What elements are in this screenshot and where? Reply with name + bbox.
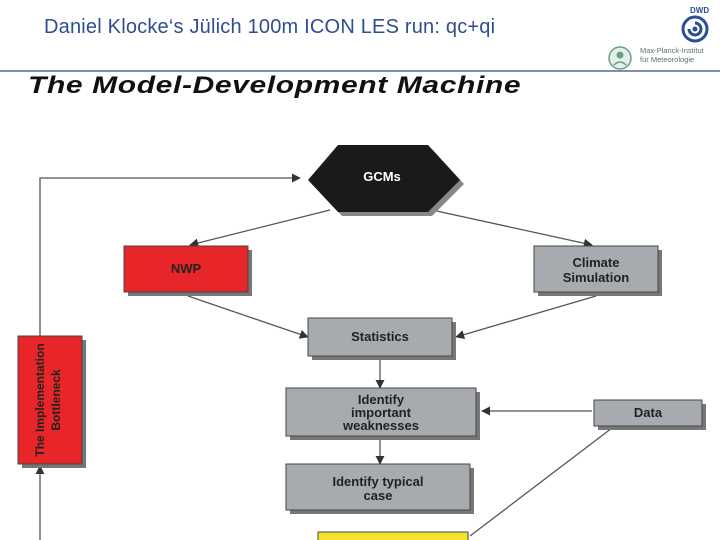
identify-case-line2: case bbox=[364, 488, 393, 503]
arrow-gcms-nwp bbox=[189, 209, 331, 248]
node-nwp: NWP bbox=[123, 245, 252, 296]
node-gcms: GCMs bbox=[308, 145, 464, 216]
diagram-title: The Model-Development Machine bbox=[28, 72, 522, 99]
arrow-nwp-statistics bbox=[187, 295, 309, 339]
mpi-logo-line2: für Meteorologie bbox=[640, 55, 695, 64]
bottleneck-label-line1: The Implementation bbox=[33, 343, 47, 456]
slide-title: Daniel Klocke‘s Jülich 100m ICON LES run… bbox=[44, 16, 496, 38]
node-statistics: Statistics bbox=[307, 317, 456, 360]
node-climate-simulation: Climate Simulation bbox=[533, 245, 662, 296]
arrow-gcms-climate bbox=[431, 209, 593, 248]
dwd-logo-icon bbox=[681, 15, 709, 43]
mpi-emblem-icon bbox=[608, 46, 632, 70]
mpi-logo-text: Max-Planck-Institut für Meteorologie bbox=[640, 46, 720, 64]
identify-case-line1: Identify typical bbox=[332, 474, 423, 489]
gcms-label: GCMs bbox=[363, 169, 401, 184]
climate-label-line1: Climate bbox=[573, 255, 620, 270]
data-label: Data bbox=[634, 405, 663, 420]
nwp-label: NWP bbox=[171, 261, 202, 276]
climate-label-line2: Simulation bbox=[563, 270, 630, 285]
node-data: Data bbox=[593, 399, 706, 430]
header-divider bbox=[0, 70, 720, 72]
node-bottom-partial bbox=[317, 531, 469, 540]
connectors bbox=[35, 173, 613, 540]
identify-weak-line1: Identify bbox=[358, 392, 405, 407]
loop-line-up bbox=[39, 173, 301, 336]
node-identify-weaknesses: Identify important weaknesses bbox=[285, 387, 480, 440]
bottleneck-label-line2: Bottleneck bbox=[49, 369, 63, 431]
dwd-logo-text: DWD bbox=[690, 6, 710, 15]
mpi-logo-line1: Max-Planck-Institut bbox=[640, 46, 704, 55]
statistics-label: Statistics bbox=[351, 329, 409, 344]
arrow-data-bottom bbox=[469, 427, 613, 537]
node-identify-case: Identify typical case bbox=[285, 463, 474, 514]
node-implementation-bottleneck: The Implementation Bottleneck bbox=[17, 335, 86, 468]
identify-weak-line2: important bbox=[351, 405, 412, 420]
arrow-climate-statistics bbox=[455, 295, 597, 340]
identify-weak-line3: weaknesses bbox=[342, 418, 419, 433]
